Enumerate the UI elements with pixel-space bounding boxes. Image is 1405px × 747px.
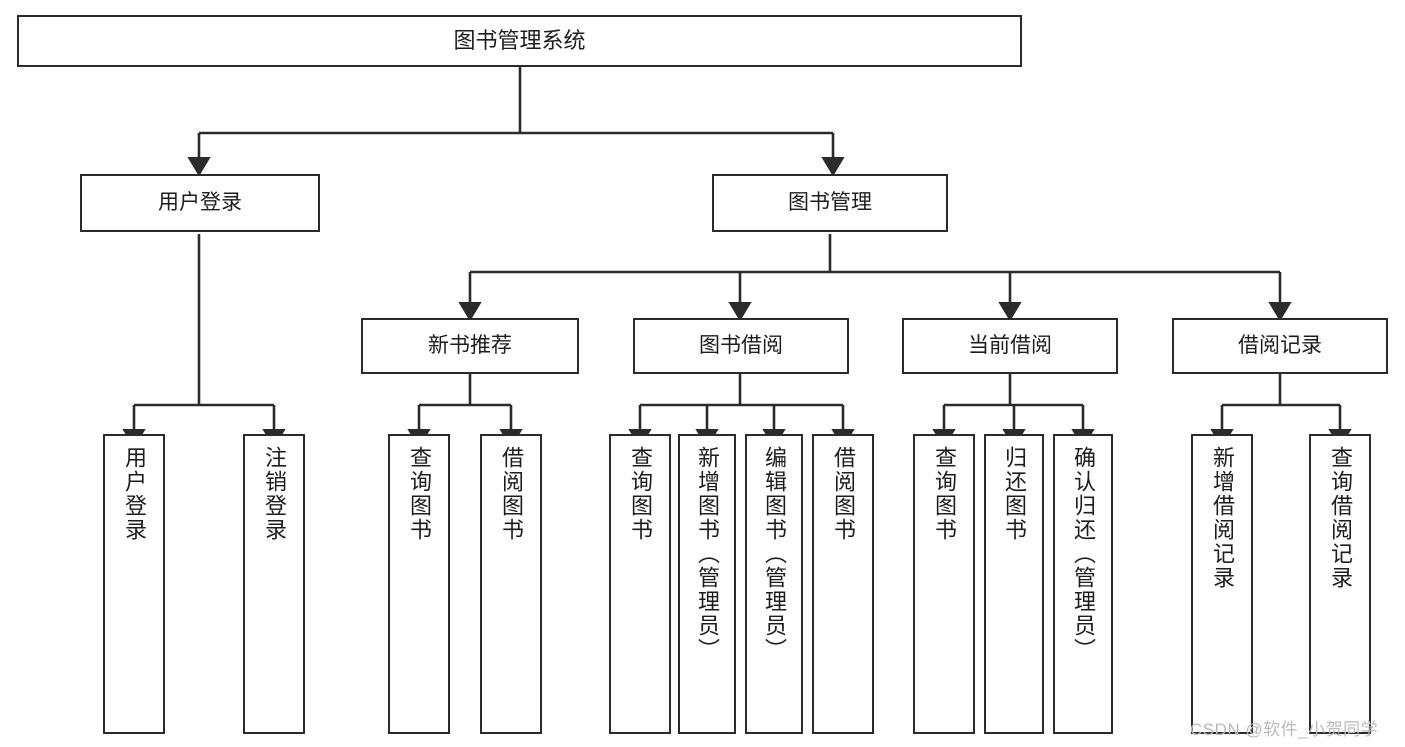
leaf-new-book-borrow-book[interactable]: 借阅图书	[480, 434, 542, 734]
node-label: 查询借阅记录	[1328, 446, 1353, 590]
node-label: 归还图书	[1002, 446, 1027, 542]
node-label: 确认归还（管理员）	[1071, 446, 1096, 662]
node-label: 借阅图书	[499, 446, 524, 542]
node-label: 图书借阅	[699, 334, 783, 358]
leaf-book-borrow-query-book[interactable]: 查询图书	[609, 434, 671, 734]
node-label: 编辑图书（管理员）	[762, 446, 787, 662]
leaf-user-login-login[interactable]: 用户登录	[103, 434, 165, 734]
leaf-current-borrow-query-book[interactable]: 查询图书	[913, 434, 975, 734]
leaf-borrow-record-add-record[interactable]: 新增借阅记录	[1191, 434, 1253, 734]
node-label: 借阅记录	[1238, 334, 1322, 358]
node-label: 图书管理	[788, 191, 872, 215]
node-label: 图书管理系统	[453, 27, 586, 53]
leaf-current-borrow-confirm-return-admin[interactable]: 确认归还（管理员）	[1053, 434, 1113, 734]
node-root-library-management-system[interactable]: 图书管理系统	[17, 15, 1022, 67]
node-book-management[interactable]: 图书管理	[712, 174, 948, 232]
leaf-book-borrow-edit-book-admin[interactable]: 编辑图书（管理员）	[745, 434, 803, 734]
node-borrow-record[interactable]: 借阅记录	[1172, 318, 1388, 374]
leaf-user-login-logout[interactable]: 注销登录	[243, 434, 305, 734]
leaf-current-borrow-return-book[interactable]: 归还图书	[984, 434, 1044, 734]
node-user-login[interactable]: 用户登录	[80, 174, 320, 232]
leaf-book-borrow-add-book-admin[interactable]: 新增图书（管理员）	[678, 434, 736, 734]
leaf-book-borrow-borrow-book[interactable]: 借阅图书	[812, 434, 874, 734]
node-label: 当前借阅	[968, 334, 1052, 358]
csdn-watermark: CSDN @软件_小贺同学	[1190, 720, 1379, 739]
node-label: 查询图书	[932, 446, 957, 542]
node-label: 注销登录	[262, 446, 287, 542]
leaf-new-book-query-book[interactable]: 查询图书	[388, 434, 450, 734]
node-label: 用户登录	[158, 191, 242, 215]
node-label: 用户登录	[122, 446, 147, 542]
node-label: 新增借阅记录	[1210, 446, 1235, 590]
node-label: 查询图书	[407, 446, 432, 542]
node-new-book-recommend[interactable]: 新书推荐	[361, 318, 579, 374]
node-label: 借阅图书	[831, 446, 856, 542]
node-current-borrow[interactable]: 当前借阅	[902, 318, 1118, 374]
node-label: 新增图书（管理员）	[695, 446, 720, 662]
node-book-borrow[interactable]: 图书借阅	[633, 318, 849, 374]
leaf-borrow-record-query-record[interactable]: 查询借阅记录	[1309, 434, 1371, 734]
node-label: 查询图书	[628, 446, 653, 542]
node-label: 新书推荐	[428, 334, 512, 358]
